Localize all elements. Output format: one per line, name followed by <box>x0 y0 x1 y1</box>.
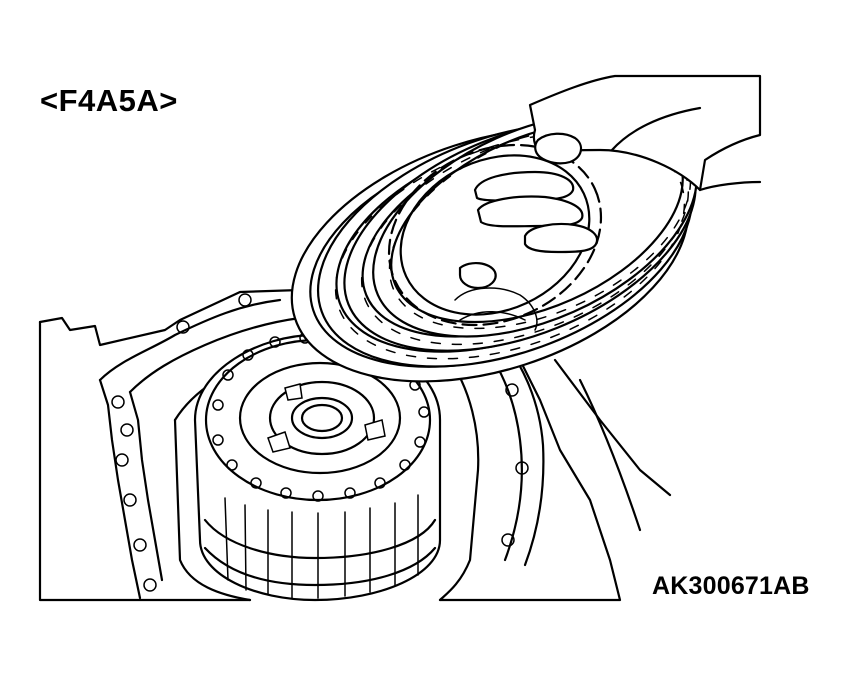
clutch-drum <box>193 332 442 602</box>
drum-slots <box>224 494 419 599</box>
flange-bolt-holes <box>111 293 529 592</box>
clutch-plates <box>290 112 698 383</box>
hand <box>458 74 762 290</box>
figure-code: AK300671AB <box>652 572 810 600</box>
model-label: <F4A5A> <box>40 83 178 118</box>
